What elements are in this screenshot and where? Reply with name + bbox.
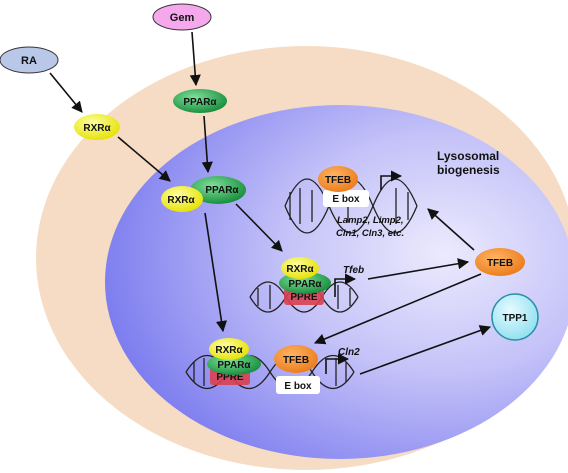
- ppara-label-tfeb-complex: PPARα: [288, 279, 322, 290]
- tfeb-label-cln2: TFEB: [283, 355, 309, 366]
- rxra-node-cln2-complex: [209, 338, 249, 360]
- transcription-arrow-cln2: [325, 353, 350, 374]
- lysosomal-biogenesis-line2: biogenesis: [437, 163, 500, 177]
- tfeb-label-nucleus: TFEB: [325, 175, 351, 186]
- target-genes-line1: Lamp2, Limp2,: [337, 215, 404, 226]
- tfeb-gene-label: Tfeb: [343, 265, 364, 276]
- tfeb-label-cytoplasm: TFEB: [487, 258, 513, 269]
- e-box-bottom: [276, 376, 320, 394]
- transcription-arrow-lysosomal: [380, 170, 403, 190]
- e-box-bottom-label: E box: [284, 381, 312, 392]
- rxra-label-cln2-complex: RXRα: [215, 345, 243, 356]
- tfeb-node-cln2: [274, 345, 318, 373]
- tfeb-node-cytoplasm: [475, 248, 525, 276]
- ppara-node-mid: [190, 176, 246, 204]
- ppre-label-cln2: PPRE: [216, 372, 244, 383]
- tpp1-label: TPP1: [502, 313, 527, 324]
- target-genes-line2: Cln1, Cln3, etc.: [336, 228, 404, 239]
- rxra-label-tfeb-complex: RXRα: [286, 264, 314, 275]
- tpp1-node: [491, 293, 539, 341]
- rxra-label-top: RXRα: [83, 123, 111, 134]
- pathway-arrows: [49, 31, 492, 375]
- rxra-node-mid: [161, 186, 203, 212]
- ra-label: RA: [21, 55, 37, 67]
- e-box-top-label: E box: [332, 194, 360, 205]
- ppara-label-top: PPARα: [183, 97, 217, 108]
- transcription-arrow-tfeb: [334, 273, 357, 297]
- gem-node: [152, 3, 212, 31]
- ppre-label-tfeb: PPRE: [290, 292, 318, 303]
- gem-label: Gem: [170, 12, 195, 24]
- ra-node: [0, 46, 59, 74]
- cln2-gene-label: Cln2: [338, 347, 360, 358]
- e-box-top: [323, 190, 369, 207]
- tfeb-node-nucleus: [318, 166, 358, 192]
- lysosomal-biogenesis-line1: Lysosomal: [437, 149, 499, 163]
- ppara-node-top: [173, 89, 227, 113]
- ppara-label-cln2-complex: PPARα: [217, 360, 251, 371]
- rxra-label-mid: RXRα: [167, 195, 195, 206]
- ppara-label-mid: PPARα: [205, 185, 239, 196]
- rxra-node-tfeb-complex: [281, 257, 319, 279]
- rxra-node-top: [74, 114, 120, 140]
